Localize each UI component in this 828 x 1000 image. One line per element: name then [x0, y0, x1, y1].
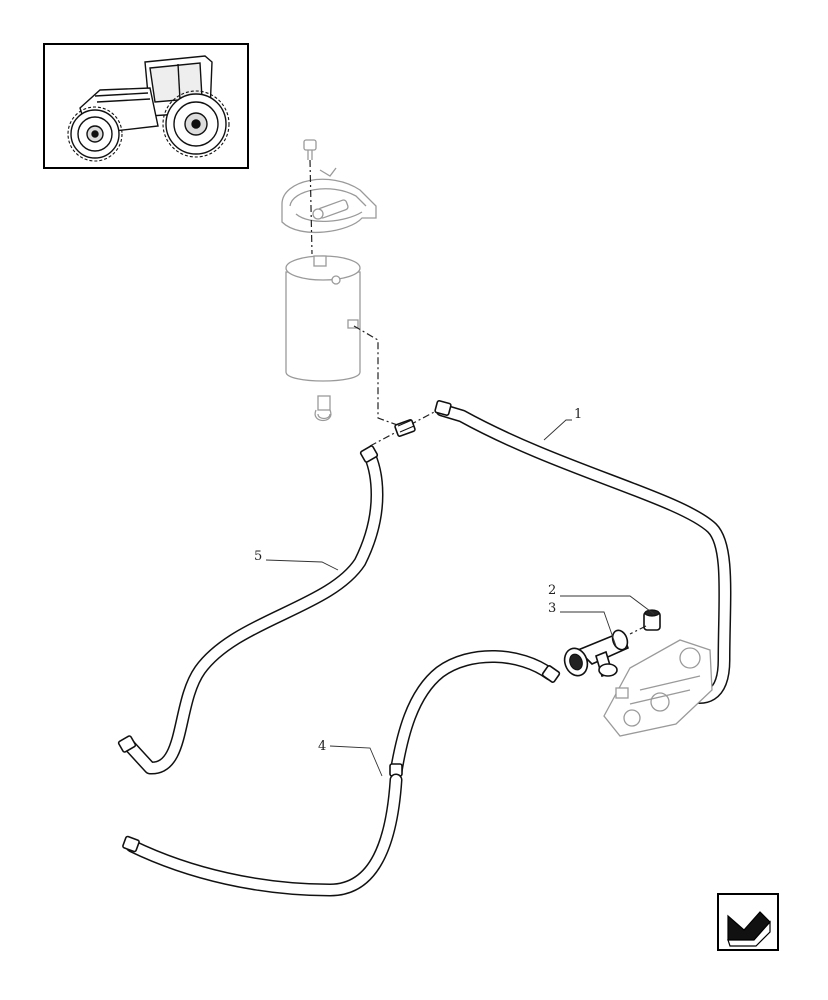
center-lines [309, 159, 439, 447]
callout-5: 5 [254, 549, 262, 564]
bolt-icon [303, 139, 317, 160]
tee-fitting [563, 629, 630, 678]
hose-coupling [394, 419, 416, 437]
leader-lines [265, 419, 655, 777]
hose-5 [117, 445, 384, 775]
tractor-thumbnail[interactable] [43, 43, 249, 169]
callout-2: 2 [548, 583, 556, 598]
hose-4-upper [389, 650, 561, 779]
reservoir-tank [285, 255, 361, 382]
tractor-icon [70, 55, 227, 159]
back-arrow-button[interactable] [717, 893, 779, 951]
hose-4-lower [122, 773, 403, 897]
callout-4: 4 [318, 739, 326, 754]
back-arrow-icon [727, 911, 771, 947]
valve-block [603, 639, 713, 737]
plug-fitting [629, 609, 661, 635]
drain-fitting [314, 395, 332, 422]
mounting-bracket [281, 167, 377, 234]
callout-3: 3 [548, 601, 556, 616]
callout-1: 1 [574, 407, 582, 422]
